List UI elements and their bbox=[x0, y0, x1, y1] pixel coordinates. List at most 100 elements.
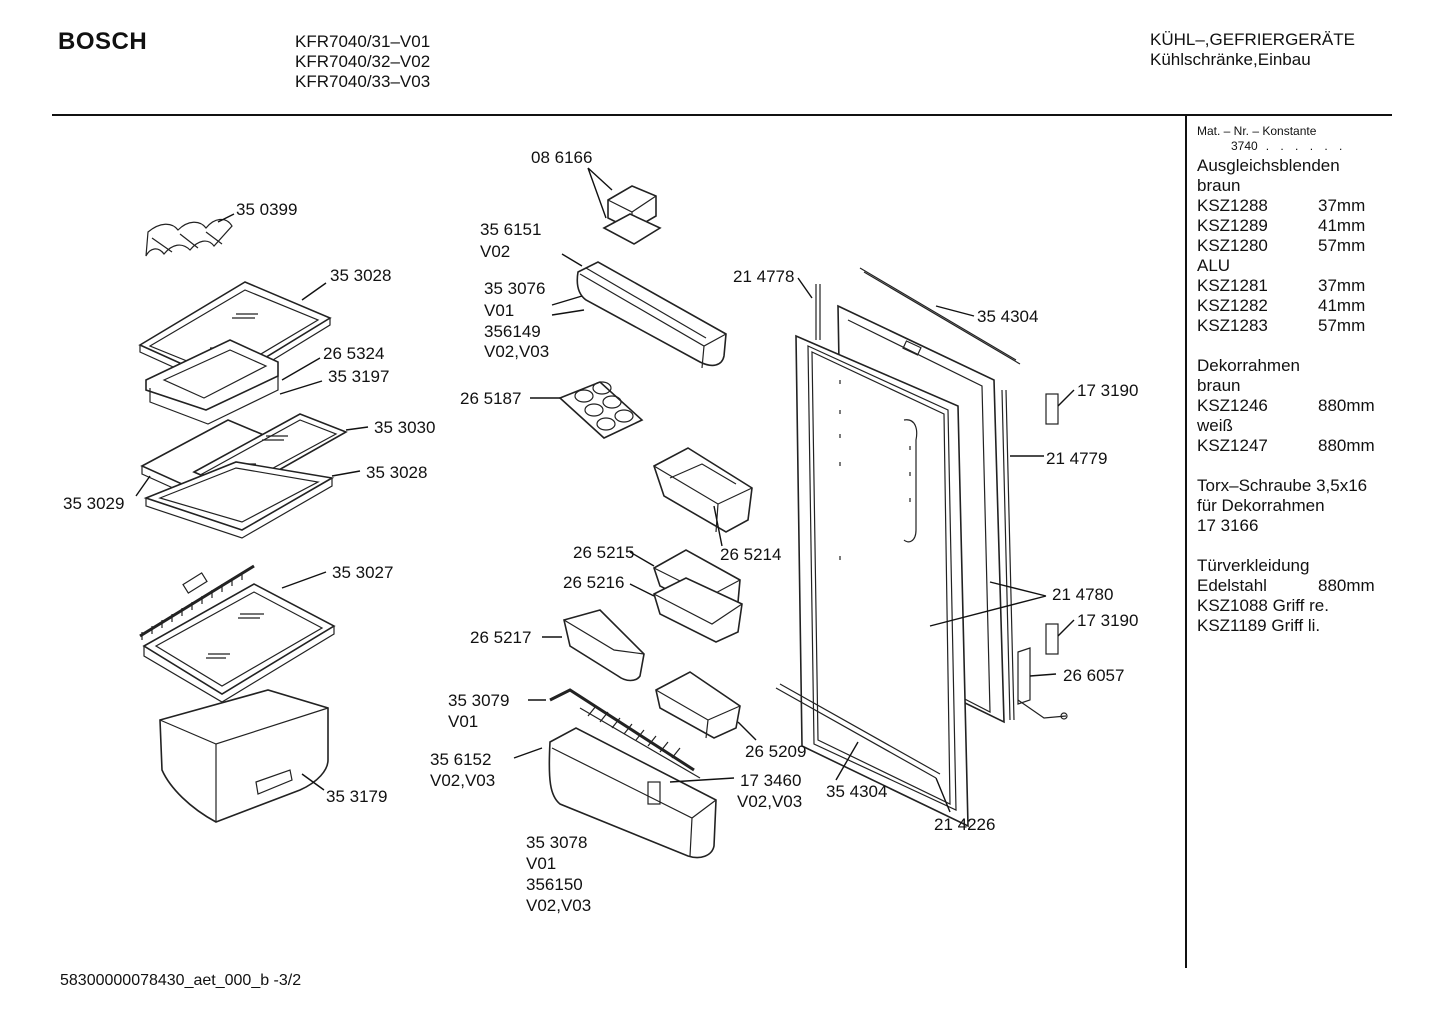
category-title: KÜHL–,GEFRIERGERÄTE bbox=[1150, 30, 1355, 49]
part-label-353030: 35 3030 bbox=[374, 418, 435, 437]
accessory-code: KSZ1246 bbox=[1197, 396, 1268, 415]
part-label-265215: 26 5215 bbox=[573, 543, 634, 562]
accessory-code: KSZ1289 bbox=[1197, 216, 1268, 235]
bottle-rack-drawing bbox=[549, 688, 701, 779]
list-item: braun bbox=[1197, 376, 1241, 395]
part-label-265324: 26 5324 bbox=[323, 344, 384, 363]
part-label-265214: 26 5214 bbox=[720, 545, 781, 564]
part-label-353179: 35 3179 bbox=[326, 787, 387, 806]
list-item: KSZ1189 Griff li. bbox=[1197, 616, 1321, 635]
part-label-353076: 35 3076 bbox=[484, 279, 545, 298]
part-label-214778: 21 4778 bbox=[733, 267, 794, 286]
part-label-173460-variant: V02,V03 bbox=[737, 792, 802, 811]
vegetable-drawer-drawing bbox=[159, 689, 329, 823]
material-constant-header: Mat. – Nr. – Konstante 3740 . . . . . . bbox=[1197, 124, 1397, 154]
accessory-size: 880mm bbox=[1318, 396, 1375, 415]
part-label-173190-upper: 17 3190 bbox=[1077, 381, 1138, 400]
part-label-356152-variant: V02,V03 bbox=[430, 771, 495, 790]
part-label-353079-variant: V01 bbox=[448, 712, 478, 731]
list-item: KSZ1288 37mm bbox=[1197, 196, 1397, 216]
model-number: KFR7040/33–V03 bbox=[295, 72, 431, 91]
part-label-265216: 26 5216 bbox=[563, 573, 624, 592]
accessory-code: KSZ1283 bbox=[1197, 316, 1268, 335]
accessory-size: 41mm bbox=[1318, 216, 1366, 235]
egg-tray-drawing bbox=[558, 381, 644, 439]
part-label-354304-top: 35 4304 bbox=[977, 307, 1038, 326]
accessory-code: KSZ1288 bbox=[1197, 196, 1268, 215]
part-label-354304-bottom: 35 4304 bbox=[826, 782, 887, 801]
glass-cover-drawing bbox=[139, 564, 336, 703]
door-bin-large-drawing bbox=[653, 447, 753, 533]
model-list: KFR7040/31–V01 KFR7040/32–V02 KFR7040/33… bbox=[295, 32, 430, 92]
door-gasket-drawing bbox=[795, 334, 969, 828]
part-label-173460: 17 3460 bbox=[740, 771, 801, 790]
list-item: 17 3166 bbox=[1197, 516, 1259, 535]
part-label-266057: 26 6057 bbox=[1063, 666, 1124, 685]
accessory-size: 37mm bbox=[1318, 276, 1366, 295]
list-item: KSZ1289 41mm bbox=[1197, 216, 1397, 236]
accessory-code: KSZ1281 bbox=[1197, 276, 1268, 295]
category-subtitle: Kühlschränke,Einbau bbox=[1150, 50, 1311, 69]
top-rail-drawing bbox=[859, 267, 1021, 365]
part-label-353028-bottom: 35 3028 bbox=[366, 463, 427, 482]
part-label-356149-variant: V02,V03 bbox=[484, 342, 549, 361]
part-label-353028-top: 35 3028 bbox=[330, 266, 391, 285]
accessory-size: 880mm bbox=[1318, 436, 1375, 455]
brand-logo: BOSCH bbox=[58, 28, 148, 55]
accessory-size: 41mm bbox=[1318, 296, 1366, 315]
part-label-353079: 35 3079 bbox=[448, 691, 509, 710]
part-labels: 35 0399 35 3028 26 5324 35 3197 35 3030 … bbox=[63, 148, 1138, 915]
accessory-sidebar: Mat. – Nr. – Konstante 3740 . . . . . . A… bbox=[1197, 124, 1397, 636]
material-label: Mat. – Nr. – Konstante bbox=[1197, 124, 1317, 138]
material-constant-value: 3740 bbox=[1231, 139, 1258, 153]
header-divider bbox=[52, 114, 1392, 116]
accessory-code: KSZ1280 bbox=[1197, 236, 1268, 255]
sidebar-divider bbox=[1185, 116, 1187, 968]
accessory-size: 57mm bbox=[1318, 316, 1366, 335]
accessory-size: 57mm bbox=[1318, 236, 1366, 255]
part-label-173190-lower: 17 3190 bbox=[1077, 611, 1138, 630]
list-item: Torx–Schraube 3,5x16 bbox=[1197, 476, 1368, 495]
door-bin-lower-drawing bbox=[655, 671, 741, 739]
hinge-bracket-drawing bbox=[1017, 647, 1068, 720]
model-number: KFR7040/31–V01 bbox=[295, 32, 431, 51]
butter-box-drawing bbox=[602, 185, 662, 245]
cover-cap-lower-drawing bbox=[1045, 623, 1059, 655]
model-number: KFR7040/32–V02 bbox=[295, 52, 431, 71]
part-label-086166: 08 6166 bbox=[531, 148, 592, 167]
document-id: 58300000078430_aet_000_b -3/2 bbox=[60, 972, 302, 989]
material-constant-dots: . . . . . . bbox=[1265, 139, 1347, 153]
part-label-350399: 35 0399 bbox=[236, 200, 297, 219]
accessory-code: KSZ1282 bbox=[1197, 296, 1268, 315]
bottom-rail-drawing bbox=[775, 683, 941, 779]
part-label-214226: 21 4226 bbox=[934, 815, 995, 834]
part-label-214779: 21 4779 bbox=[1046, 449, 1107, 468]
door-inner-details-drawing bbox=[839, 380, 918, 560]
list-item: KSZ1280 57mm bbox=[1197, 236, 1397, 256]
glass-shelf-bottom-drawing bbox=[143, 461, 335, 539]
accessory-size: 880mm bbox=[1318, 576, 1375, 595]
part-label-353078: 35 3078 bbox=[526, 833, 587, 852]
accessory-size: 37mm bbox=[1318, 196, 1366, 215]
part-label-353076-variant: V01 bbox=[484, 301, 514, 320]
list-item: KSZ1247 880mm bbox=[1197, 436, 1397, 456]
wire-clip-drawing bbox=[145, 218, 233, 257]
part-label-265217: 26 5217 bbox=[470, 628, 531, 647]
part-label-265209: 26 5209 bbox=[745, 742, 806, 761]
cover-cap-upper-drawing bbox=[1045, 393, 1059, 425]
side-rail-drawing bbox=[1001, 389, 1015, 721]
list-item: Dekorrahmen bbox=[1197, 356, 1300, 375]
door-bin-stack-drawing bbox=[653, 549, 743, 643]
part-label-353027: 35 3027 bbox=[332, 563, 393, 582]
shelf-frame-drawing bbox=[145, 339, 279, 425]
accessory-code: KSZ1247 bbox=[1197, 436, 1268, 455]
part-label-356151: 35 6151 bbox=[480, 220, 541, 239]
list-item: Ausgleichsblenden bbox=[1197, 156, 1340, 175]
material-constant: 3740 . . . . . . bbox=[1197, 139, 1397, 154]
part-label-353197: 35 3197 bbox=[328, 367, 389, 386]
part-label-353078-variant: V01 bbox=[526, 854, 556, 873]
bottle-tray-drawing bbox=[548, 727, 717, 859]
part-label-356150-variant: V02,V03 bbox=[526, 896, 591, 915]
